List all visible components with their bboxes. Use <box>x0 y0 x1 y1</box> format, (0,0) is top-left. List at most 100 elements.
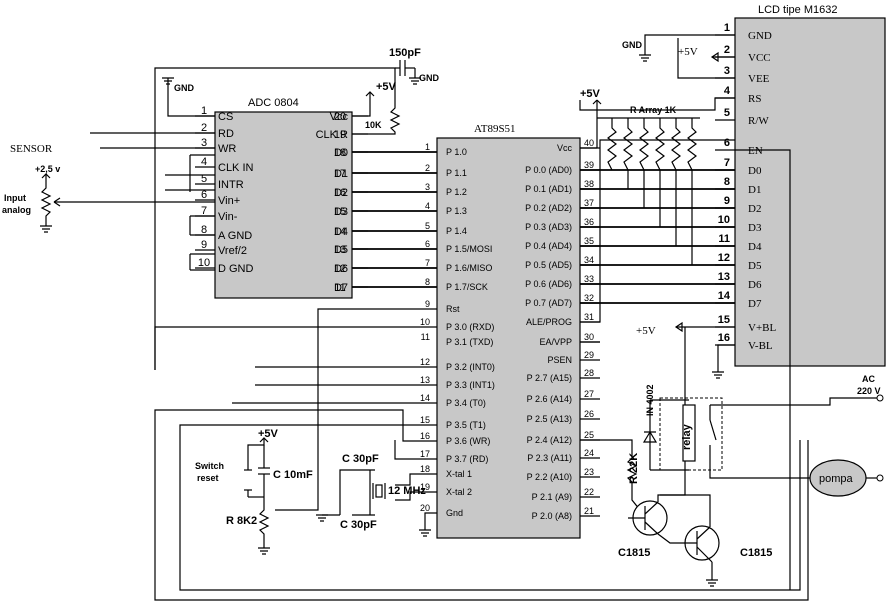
mcu-left-pin-num: 3 <box>425 182 430 192</box>
lcd-pin-num: 11 <box>718 233 730 245</box>
mcu-left-pin-name: Gnd <box>446 508 463 518</box>
adc-left-pin-num: 8 <box>201 224 207 236</box>
adc-mcu-bus <box>352 151 437 288</box>
adc-left-pin-num: 4 <box>201 156 207 168</box>
mcu-left-pin-name: P 1.2 <box>446 187 467 197</box>
adc-right-pin-num: 12 <box>334 263 346 275</box>
mcu-right-pin-name: PSEN <box>547 355 572 365</box>
mcu-right-pin-name: EA/VPP <box>539 337 572 347</box>
mcu-left-pin-name: P 3.3 (INT1) <box>446 380 495 390</box>
mcu-left-pin-num: 19 <box>420 482 430 492</box>
lcd-title: LCD tipe M1632 <box>758 4 838 16</box>
adc-right-pin-num: 20 <box>334 111 346 123</box>
mcu-left-pin-num: 18 <box>420 464 430 474</box>
mcu-left-pin-name: P 1.4 <box>446 226 467 236</box>
adc-left-pin-name: A GND <box>218 230 252 242</box>
sensor-v-label: +2,5 v <box>35 164 60 174</box>
mcu-left-pin-num: 16 <box>420 431 430 441</box>
mcu-right-pin-name: P 0.0 (AD0) <box>525 165 572 175</box>
lcd-pin-num: 8 <box>724 176 730 188</box>
lcd-pin-num: 2 <box>724 44 730 56</box>
mcu-right-pin-num: 33 <box>584 274 594 284</box>
lcd-pin-name: D1 <box>748 184 761 196</box>
r22k-label: R 22K <box>628 453 640 484</box>
adc-left-pin-name: INTR <box>218 179 244 191</box>
adc-left-pin-num: 1 <box>201 105 207 117</box>
rarray-resistor <box>639 118 649 208</box>
vcc-adc-label: +5V <box>376 81 397 93</box>
mcu-right-pin-name: P 2.7 (A15) <box>527 373 572 383</box>
mcu-left-pin-name: P 3.4 (T0) <box>446 398 486 408</box>
relay-driver: R 22K IN 4002 relay C1815 C1815 <box>580 327 880 587</box>
mcu-right-pin-num: 27 <box>584 389 594 399</box>
lcd-pin-num: 13 <box>718 271 730 283</box>
mcu-right-pin-name: P 2.6 (A14) <box>527 394 572 404</box>
lcd-pin-name: D7 <box>748 298 762 310</box>
mcu-left-pin-num: 14 <box>420 393 430 403</box>
adc-right-pin-num: 11 <box>334 282 345 294</box>
mcu-right-pin-name: P 0.6 (AD6) <box>525 279 572 289</box>
adc-left-pin-num: 9 <box>201 239 207 251</box>
adc-left-pin-name: Vref/2 <box>218 245 247 257</box>
c1815-a-label: C1815 <box>618 547 650 559</box>
lcd-pin-name: D6 <box>748 279 762 291</box>
mcu-left-pin-name: P 3.5 (T1) <box>446 420 486 430</box>
input2-label: analog <box>2 205 31 215</box>
mcu-right-pin-num: 40 <box>584 138 594 148</box>
lcd-body <box>734 17 886 367</box>
mcu-right-pin-num: 37 <box>584 198 594 208</box>
lcd-pin-name: D2 <box>748 203 761 215</box>
pompa-label: pompa <box>819 473 854 485</box>
adc-right-pin-name: D0 <box>334 147 348 159</box>
sensor-label: SENSOR <box>10 143 53 155</box>
mcu-right-pin-name: P 0.3 (AD3) <box>525 222 572 232</box>
r10k-label: 10K <box>365 120 382 130</box>
mcu-right-pin-num: 24 <box>584 448 594 458</box>
mcu-right-pin-num: 21 <box>584 506 594 516</box>
mcu-left-pin-name: P 1.5/MOSI <box>446 244 492 254</box>
adc-left-pin-num: 6 <box>201 189 207 201</box>
rarray-resistor <box>623 118 633 189</box>
relay-label: relay <box>681 423 693 450</box>
lcd-pin-num: 7 <box>724 157 730 169</box>
mcu-right-pin-name: P 0.2 (AD2) <box>525 203 572 213</box>
mcu-left-pin-num: 1 <box>425 142 430 152</box>
lcd-pin-name: D3 <box>748 222 762 234</box>
mcu-right-pin-name: ALE/PROG <box>526 317 572 327</box>
adc-right-pin-name: Vcc <box>330 111 349 123</box>
reset-vcc-label: +5V <box>258 428 279 440</box>
c10mf-label: C 10mF <box>273 469 313 481</box>
mcu-title: AT89S51 <box>474 123 516 135</box>
mcu-left-pin-name: P 1.7/SCK <box>446 282 488 292</box>
mcu-left-pin-num: 6 <box>425 239 430 249</box>
c30pf-top-label: C 30pF <box>342 453 379 465</box>
cap150-label: 150pF <box>389 47 421 59</box>
mcu-right-pin-name: P 2.3 (A11) <box>527 453 572 463</box>
rarray-resistor <box>687 118 697 265</box>
adc-left-pin-name: Vin- <box>218 211 238 223</box>
mcu-right-pin-name: P 0.7 (AD7) <box>525 298 572 308</box>
adc-left-pin-name: CS <box>218 111 233 123</box>
mcu-right-pin-num: 35 <box>584 236 594 246</box>
adc-top-wiring: GND 150pF 10K +5V GND <box>90 47 440 370</box>
mcu-right-pin-num: 25 <box>584 430 594 440</box>
lcd-pin-num: 1 <box>724 22 730 34</box>
mcu-left-pin-num: 10 <box>420 317 430 327</box>
lcd-pin-name: EN <box>748 145 763 157</box>
switch2-label: reset <box>197 473 219 483</box>
resistor-array: R Array 1K +5V <box>580 88 700 265</box>
adc-right-pin-name: D7 <box>334 282 348 294</box>
gnd-adc-label: GND <box>174 83 195 93</box>
mcu-right-pin-num: 38 <box>584 179 594 189</box>
mcu-left-pin-num: 20 <box>420 503 430 513</box>
mcu-right-pin-num: 31 <box>584 312 594 322</box>
adc-right-pin-num: 16 <box>334 187 346 199</box>
lcd-pin-name: V+BL <box>748 322 776 334</box>
lcd-pin-name: V-BL <box>748 340 773 352</box>
mcu-left-pin-name: P 1.3 <box>446 206 467 216</box>
adc-left-pin-name: RD <box>218 128 234 140</box>
mcu-left-wiring <box>154 308 809 601</box>
sensor-pot: SENSOR +2,5 v Input analog <box>2 143 215 233</box>
lcd-pin-name: VEE <box>748 73 770 85</box>
